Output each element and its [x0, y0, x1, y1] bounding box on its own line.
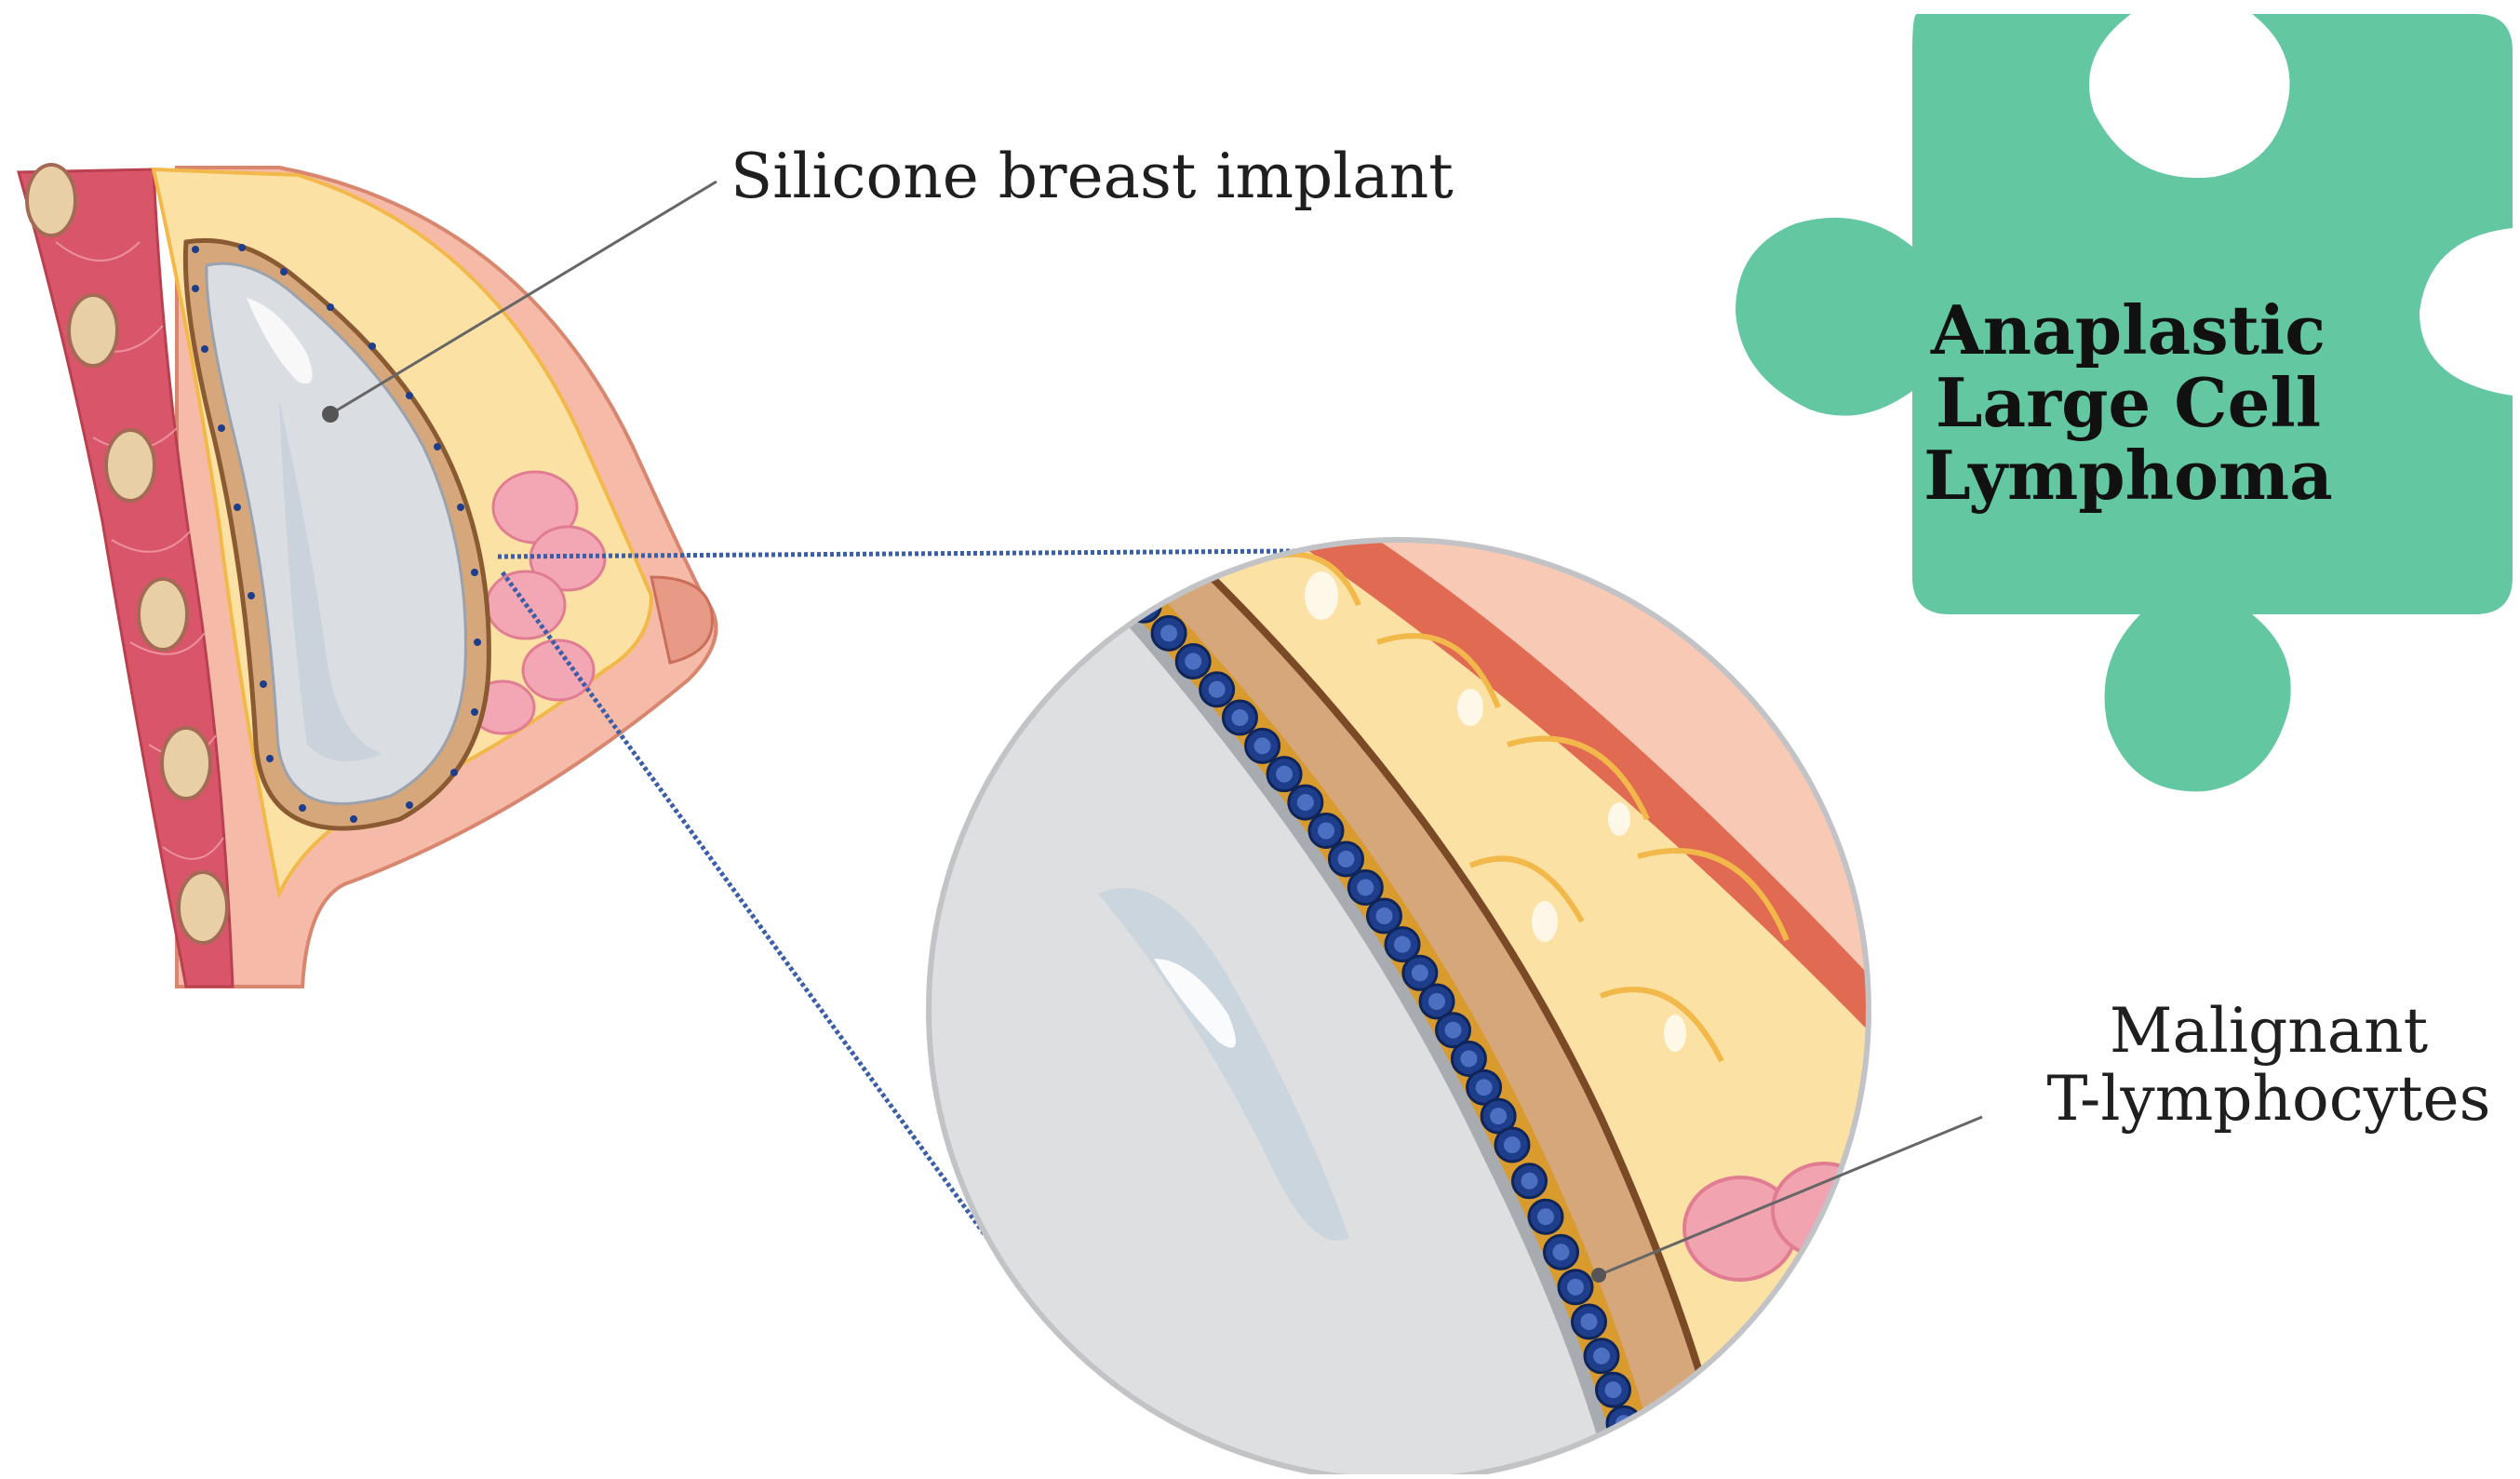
t-lymphocyte-nucleus [1109, 569, 1127, 586]
label-silicone-breast-implant: Silicone breast implant [731, 141, 1454, 212]
t-lymphocyte-nucleus [1504, 1136, 1521, 1153]
t-lymphocyte-nucleus [1537, 1208, 1554, 1226]
zoom-line-bottom [500, 571, 1017, 1277]
implant-inner-shade [279, 400, 382, 761]
t-lymphocyte-nucleus [1567, 1278, 1584, 1296]
t-lymphocyte-nucleus [1460, 1050, 1478, 1068]
puzzle-line-2: Large Cell [1936, 363, 2321, 442]
zoom-fat-highlights [1305, 571, 1686, 1052]
capsule-cells [192, 244, 481, 823]
t-lymphocyte-nucleus [1083, 541, 1101, 558]
t-lymphocyte-nucleus [1625, 1447, 1642, 1465]
t-lymphocyte-nucleus [1231, 709, 1249, 727]
cells-leader-line [1598, 1115, 1983, 1277]
t-lymphocyte-nucleus [1375, 908, 1393, 925]
implant-leader-dot [322, 406, 339, 423]
t-lymphocyte-cell [1100, 558, 1137, 596]
t-lymphocyte-nucleus [1208, 680, 1226, 698]
zoom-implant-gel [929, 540, 1619, 1479]
t-lymphocyte-nucleus [1604, 1381, 1622, 1399]
zoom-implant-shine [1098, 888, 1349, 1242]
t-lymphocyte-nucleus [1521, 1172, 1538, 1190]
breast-cross-section [17, 163, 718, 988]
t-lymphocyte-nucleus [1357, 879, 1374, 896]
t-lymphocyte-cell [1615, 1438, 1652, 1475]
zoom-implant-highlight [1154, 959, 1236, 1048]
nipple [650, 575, 714, 665]
t-lymphocyte-cell [1049, 504, 1082, 538]
t-lymphocyte-nucleus [1393, 935, 1411, 953]
puzzle-notch [2419, 228, 2513, 396]
t-lymphocyte-nucleus [1057, 513, 1074, 530]
zoom-lines [497, 548, 1299, 1277]
cells-callout: Malignant T-lymphocytes [1591, 995, 2491, 1283]
magnifier-border [926, 537, 1871, 1479]
cells-leader-dot [1591, 1268, 1606, 1283]
t-lymphocyte-nucleus [1318, 822, 1334, 840]
zoom-implant-edge [1037, 540, 1626, 1479]
implant-highlight [247, 298, 313, 383]
t-lymphocyte-nucleus [1475, 1079, 1493, 1096]
t-lymphocyte-nucleus [1428, 992, 1446, 1010]
implant-gel [205, 262, 467, 805]
t-lymphocyte-nucleus [1276, 765, 1294, 783]
puzzle-shape [1736, 14, 2513, 792]
t-lymphocyte-nucleus [1160, 625, 1178, 642]
t-lymphocyte-nucleus [1337, 850, 1355, 867]
magnified-view [929, 504, 1869, 1479]
puzzle-piece: Anaplastic Large Cell Lymphoma [1736, 14, 2513, 792]
t-lymphocyte-nucleus [1411, 964, 1428, 982]
label-malignant: Malignant [2110, 995, 2428, 1067]
puzzle-line-3: Lymphoma [1924, 436, 2333, 515]
t-lymphocyte-nucleus [1490, 1108, 1508, 1125]
t-lymphocyte-nucleus [1552, 1244, 1570, 1261]
t-lymphocyte-nucleus [1444, 1021, 1462, 1039]
t-lymphocyte-nucleus [1253, 737, 1271, 755]
t-lymphocyte-nucleus [1185, 652, 1202, 670]
ribs [25, 163, 229, 945]
t-lymphocyte-nucleus [1593, 1347, 1610, 1365]
implant-callout: Silicone breast implant [322, 141, 1454, 423]
t-lymphocyte-nucleus [1296, 794, 1314, 812]
t-lymphocyte-nucleus [1580, 1313, 1598, 1330]
t-lymphocyte-cell [1074, 540, 1111, 568]
label-t-lymphocytes: T-lymphocytes [2047, 1063, 2491, 1135]
implant-leader-line [329, 180, 717, 416]
puzzle-line-1: Anaplastic [1930, 290, 2326, 370]
glandular-tissue [469, 470, 607, 735]
zoom-line-top [497, 548, 1299, 559]
